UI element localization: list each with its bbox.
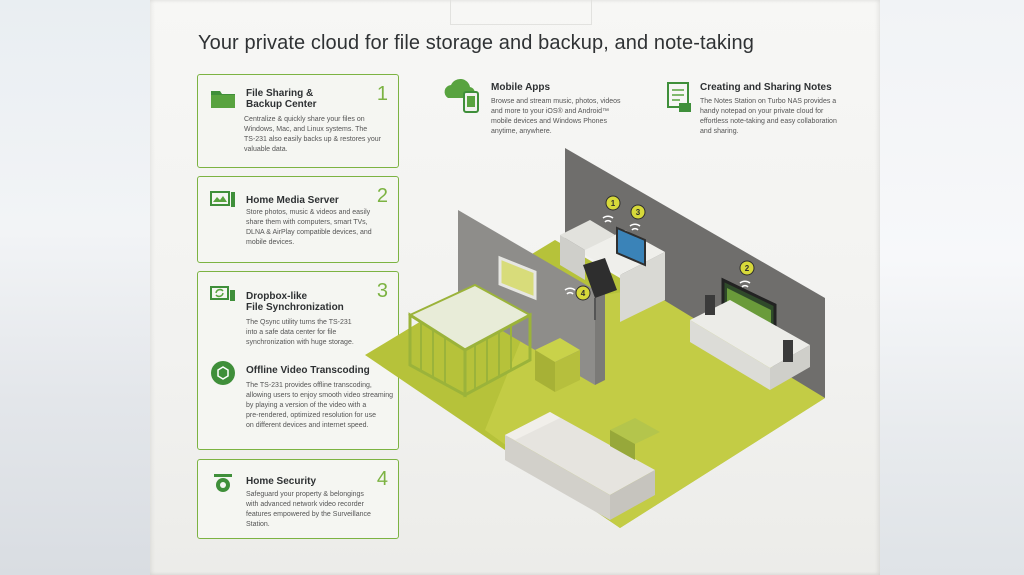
desc-line: mobile devices. (246, 239, 295, 246)
scene-marker-2: 2 (745, 264, 750, 273)
desc-line: by playing a version of the video with a (246, 402, 367, 409)
feature-title: Mobile Apps (491, 82, 551, 93)
feature-card-file-sharing: File Sharing & Backup Center 1 Centraliz… (197, 74, 399, 168)
desc-line: synchronization with huge storage. (246, 339, 354, 346)
card-description: Safeguard your property & belongings wit… (246, 490, 388, 530)
desc-line: features empowered by the Surveillance (246, 511, 371, 518)
desc-line: effortless note-taking and easy collabor… (700, 118, 837, 125)
media-server-icon (210, 191, 235, 207)
sub-feature-description: The TS-231 provides offline transcoding,… (246, 381, 396, 431)
desc-line: Store photos, music & videos and easily (246, 209, 371, 216)
notes-feature: Creating and Sharing Notes The Notes Sta… (700, 82, 837, 137)
wifi-icon (564, 215, 751, 295)
desc-line: TS-231 also easily backs up & restores y… (244, 136, 381, 143)
transcoding-icon (211, 361, 235, 385)
desc-line: handy notepad on your private cloud for (700, 108, 824, 115)
desc-line: The TS-231 provides offline transcoding, (246, 382, 372, 389)
card-title-line: Dropbox-like (246, 291, 308, 302)
desc-line: anytime, anywhere. (491, 128, 552, 135)
sync-devices-icon (210, 286, 235, 301)
desc-line: Centralize & quickly share your files on (244, 116, 365, 123)
feature-description: Browse and stream music, photos, videos … (491, 97, 621, 137)
card-title: Home Media Server (246, 195, 339, 206)
feature-description: The Notes Station on Turbo NAS provides … (700, 97, 837, 137)
desc-line: allowing users to enjoy smooth video str… (246, 392, 394, 399)
desc-line: Safeguard your property & belongings (246, 491, 364, 498)
cloud-mobile-icon (444, 78, 479, 113)
sub-feature-title: Offline Video Transcoding (246, 365, 370, 376)
card-title-line: File Sharing & (246, 88, 314, 99)
desc-line: Station. (246, 521, 270, 528)
desc-line: share them with computers, smart TVs, (246, 219, 368, 226)
feature-title: Creating and Sharing Notes (700, 82, 832, 93)
feature-card-home-security: Home Security 4 Safeguard your property … (197, 459, 399, 539)
card-title: Dropbox-like File Synchronization (246, 291, 344, 313)
security-camera-icon (214, 474, 232, 492)
desc-line: on different devices and internet speed. (246, 422, 369, 429)
desc-line: mobile devices and Windows Phones (491, 118, 607, 125)
background-right (880, 0, 1024, 575)
home-scene-illustration: 1 2 3 4 (365, 148, 825, 528)
card-description: The Qsync utility turns the TS-231 into … (246, 318, 388, 348)
card-description: Store photos, music & videos and easily … (246, 208, 388, 248)
feature-card-media-server: Home Media Server 2 Store photos, music … (197, 176, 399, 263)
card-description: Centralize & quickly share your files on… (244, 115, 386, 155)
card-title-line: File Synchronization (246, 302, 344, 313)
mobile-apps-feature: Mobile Apps Browse and stream music, pho… (491, 82, 621, 137)
desc-line: with advanced network video recorder (246, 501, 364, 508)
card-title: File Sharing & Backup Center (246, 88, 317, 110)
card-number: 1 (376, 83, 388, 105)
page-title: Your private cloud for file storage and … (198, 32, 754, 54)
tape-mark (450, 0, 592, 25)
notes-icon (667, 82, 691, 112)
desc-line: Windows, Mac, and Linux systems. The (244, 126, 368, 133)
card-number: 2 (376, 185, 388, 207)
card-number: 3 (376, 280, 388, 302)
card-number: 4 (376, 468, 388, 490)
card-title-line: Home Security (246, 476, 317, 487)
card-title-line: Home Media Server (246, 195, 339, 206)
scene-marker-1: 1 (611, 199, 616, 208)
desc-line: The Notes Station on Turbo NAS provides … (700, 98, 837, 105)
desc-line: pre-rendered, optimized resolution for u… (246, 412, 376, 419)
feature-card-sync-transcoding: Dropbox-like File Synchronization 3 The … (197, 271, 399, 450)
card-title-line: Backup Center (246, 99, 317, 110)
desc-line: valuable data. (244, 146, 288, 153)
scene-marker-3: 3 (636, 208, 641, 217)
card-title: Home Security (246, 476, 316, 487)
desc-line: The Qsync utility turns the TS-231 (246, 319, 352, 326)
background-left (0, 0, 150, 575)
desc-line: and sharing. (700, 128, 739, 135)
desc-line: Browse and stream music, photos, videos (491, 98, 621, 105)
desc-line: into a safe data center for file (246, 329, 337, 336)
desc-line: DLNA & AirPlay compatible devices, and (246, 229, 372, 236)
folder-icon (211, 91, 235, 108)
desc-line: and more to your iOS® and Android™ (491, 108, 609, 115)
scene-marker-4: 4 (581, 289, 586, 298)
